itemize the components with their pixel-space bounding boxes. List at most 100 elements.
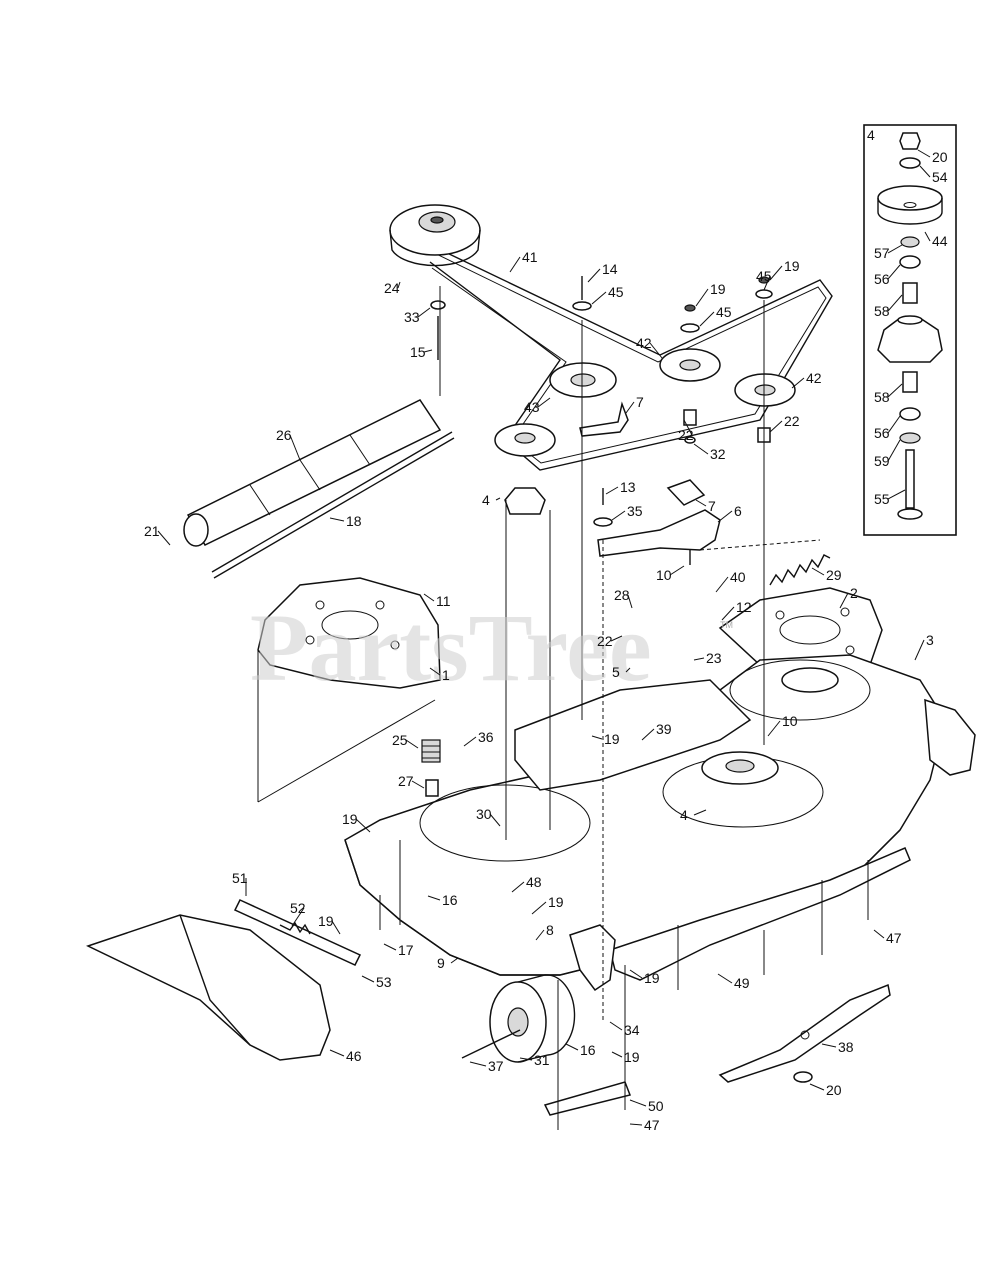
callout-48: 48 [511, 874, 542, 893]
idler-pulley-43 [549, 362, 617, 398]
callout-labels: 2054445756585856595541241445454519193315… [144, 149, 948, 1133]
spindle-pulley-left [494, 423, 556, 515]
callout-leader-line [591, 735, 603, 740]
callout-number: 41 [522, 249, 538, 265]
callout-7a: 7 [625, 394, 644, 414]
callout-leader-line [289, 434, 301, 461]
callout-54: 54 [919, 165, 948, 185]
callout-leader-line [423, 349, 433, 353]
callout-52: 52 [290, 900, 306, 927]
callout-number: 29 [826, 567, 842, 583]
callout-number: 9 [437, 955, 445, 971]
callout-37: 37 [469, 1058, 504, 1074]
callout-number: 20 [932, 149, 948, 165]
callout-leader-line [489, 813, 501, 827]
left-blade-well [419, 784, 591, 862]
callout-number: 17 [398, 942, 414, 958]
callout-57: 57 [874, 244, 903, 261]
callout-leader-line [591, 291, 607, 305]
callout-27: 27 [398, 773, 425, 789]
deck-belt [419, 239, 833, 471]
callout-leader-line [695, 288, 709, 307]
callout-leader-line [669, 565, 685, 576]
callout-number: 11 [436, 593, 451, 609]
callout-number: 33 [404, 309, 420, 325]
inset-bearing-56b [899, 407, 921, 421]
callout-leader-line [887, 383, 903, 398]
gauge-wheel [461, 924, 632, 1116]
callout-leader-line [469, 1061, 487, 1067]
callout-22b: 22 [769, 413, 800, 433]
callout-1: 1 [429, 667, 450, 683]
callout-leader-line [629, 969, 643, 979]
callout-leader-line [717, 973, 733, 984]
callout-leader-line [641, 728, 655, 741]
callout-number: 13 [620, 479, 636, 495]
callout-number: 57 [874, 245, 890, 261]
callout-number: 40 [730, 569, 746, 585]
callout-23: 23 [693, 650, 722, 666]
callout-number: 4 [680, 807, 688, 823]
callout-number: 23 [706, 650, 722, 666]
callout-22a: 22 [678, 419, 694, 443]
callout-leader-line [917, 149, 931, 158]
callout-leader-line [429, 667, 441, 676]
callout-53: 53 [361, 974, 392, 990]
inset-shaft [905, 449, 915, 509]
callout-number: 19 [342, 811, 358, 827]
callout-number: 44 [932, 233, 948, 249]
callout-25: 25 [392, 732, 419, 749]
right-blade-well [729, 659, 871, 721]
callout-31: 31 [519, 1052, 550, 1068]
callout-leader-line [423, 593, 435, 602]
callout-number: 14 [602, 261, 618, 277]
callout-leader-line [769, 420, 783, 433]
callout-18: 18 [329, 513, 362, 529]
inset-title: 4 [867, 127, 875, 143]
inset-spacer-58 [902, 282, 918, 304]
deck-baffle [609, 847, 911, 981]
callout-number: 19 [784, 258, 800, 274]
callout-56b: 56 [874, 415, 901, 441]
callout-number: 19 [710, 281, 726, 297]
callout-12: 12 [721, 599, 752, 621]
callout-leader-line [355, 818, 371, 833]
callout-number: 4 [482, 492, 490, 508]
callout-number: 42 [806, 370, 822, 386]
callout-number: 59 [874, 453, 890, 469]
callout-19a: 19 [695, 281, 726, 307]
callout-number: 56 [874, 271, 890, 287]
callout-leader-line [427, 895, 441, 901]
callout-leader-line [397, 281, 401, 289]
callout-29: 29 [811, 567, 842, 583]
callout-leader-line [683, 419, 693, 436]
callout-11: 11 [423, 593, 451, 609]
callout-22c: 22 [597, 633, 623, 649]
callout-number: 52 [290, 900, 306, 916]
callout-leader-line [717, 510, 733, 523]
callout-49: 49 [717, 973, 750, 991]
callout-leader-line [791, 377, 805, 389]
inset-pulley [877, 185, 943, 211]
callout-leader-line [887, 489, 906, 500]
callout-number: 18 [346, 513, 362, 529]
callout-leader-line [411, 780, 425, 789]
callout-40: 40 [715, 569, 746, 593]
callout-36: 36 [463, 729, 494, 747]
callout-leader-line [531, 901, 547, 915]
watermark-trademark: TM [720, 620, 733, 630]
callout-43: 43 [524, 397, 551, 415]
callout-leader-line [919, 165, 931, 178]
callout-15: 15 [410, 344, 433, 360]
callout-leader-line [914, 639, 925, 661]
callout-10b: 10 [767, 713, 798, 737]
callout-leader-line [331, 920, 341, 935]
callout-leader-line [887, 415, 901, 434]
callout-26: 26 [276, 427, 301, 461]
callout-number: 22 [784, 413, 800, 429]
callout-leader-line [839, 592, 849, 609]
callout-8: 8 [535, 922, 554, 941]
callout-number: 5 [612, 664, 620, 680]
callout-number: 46 [346, 1048, 362, 1064]
callout-19d: 19 [342, 811, 371, 833]
